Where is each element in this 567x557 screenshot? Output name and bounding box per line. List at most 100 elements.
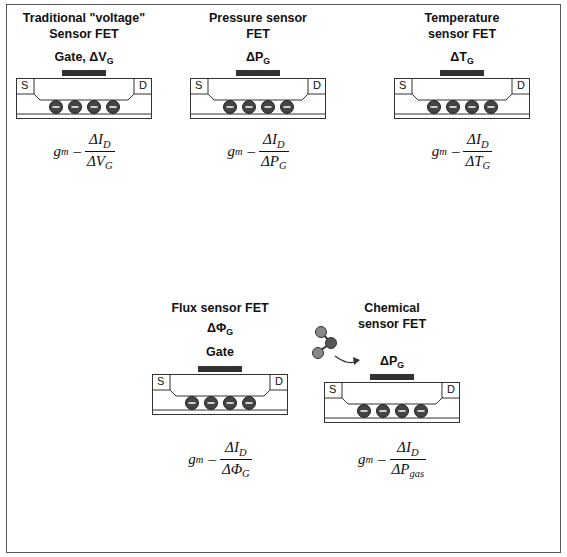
electron-charge xyxy=(246,402,253,404)
drain-region xyxy=(506,94,530,100)
electron xyxy=(69,101,82,114)
source-region xyxy=(17,94,129,100)
symbol: g xyxy=(188,451,196,468)
back-line xyxy=(394,114,530,115)
electron xyxy=(466,101,479,114)
denominator-text: ΔV xyxy=(87,153,105,169)
symbol: g xyxy=(432,143,440,160)
electron xyxy=(377,405,390,418)
symbol-subscript: m xyxy=(235,146,243,157)
drain-region xyxy=(128,94,152,100)
symbol-subscript: m xyxy=(61,146,69,157)
gate-electrode xyxy=(62,70,106,76)
symbol: g xyxy=(53,143,61,160)
numerator-text-subscript: D xyxy=(277,139,285,150)
source-label: S xyxy=(157,375,164,387)
electron xyxy=(485,101,498,114)
title-text: Flux sensor FET xyxy=(171,301,268,315)
symbol: g xyxy=(227,143,235,160)
source-text: S xyxy=(399,79,406,91)
numerator: ΔID xyxy=(223,438,248,459)
denominator-text: ΔP xyxy=(392,461,410,477)
source-edge xyxy=(412,79,413,95)
operator: – xyxy=(74,143,82,160)
drain-region xyxy=(302,94,326,100)
back-line xyxy=(16,114,152,115)
source-text: S xyxy=(195,79,202,91)
electron xyxy=(186,397,199,410)
denominator-text: ΔΦ xyxy=(222,461,242,477)
fraction: ΔIDΔPgas xyxy=(390,438,427,481)
source-text: S xyxy=(329,383,336,395)
electron xyxy=(262,101,275,114)
drain-edge xyxy=(512,79,513,95)
numerator-text: ΔI xyxy=(89,131,103,147)
substrate-body xyxy=(325,383,460,423)
symbol-subscript: m xyxy=(365,454,373,465)
drain-label: D xyxy=(313,79,321,91)
denominator-text: ΔP xyxy=(261,153,279,169)
electron xyxy=(88,101,101,114)
gate-text: Gate xyxy=(206,345,234,359)
electron-charge xyxy=(361,410,368,412)
panel-title: Traditional "voltage" Sensor FET xyxy=(14,10,154,43)
substrate-body xyxy=(153,375,288,415)
transconductance-formula: gm–ΔIDΔΦG xyxy=(188,438,251,481)
electron-charge xyxy=(246,106,253,108)
drain-text: D xyxy=(275,375,283,387)
electron-charge xyxy=(431,106,438,108)
substrate-body xyxy=(17,79,152,119)
electron-charge xyxy=(189,402,196,404)
fraction: ΔIDΔΦG xyxy=(220,438,252,481)
source-region xyxy=(325,398,437,404)
gate-signal-text: ΔΦ xyxy=(207,321,226,335)
gate-signal: Gate, ΔVG xyxy=(55,50,114,66)
panel-title: Chemical sensor FET xyxy=(342,300,442,333)
numerator-text-subscript: D xyxy=(239,447,247,458)
denominator-text-subscript: G xyxy=(483,160,491,171)
fraction: ΔID ΔTG xyxy=(463,130,492,173)
gate-signal-text-subscript: G xyxy=(263,56,270,66)
denominator-text: ΔT xyxy=(465,153,482,169)
fraction: ΔIDΔPG xyxy=(259,130,289,173)
electron-charge xyxy=(110,106,117,108)
drain-label: D xyxy=(275,375,283,387)
back-line xyxy=(190,114,326,115)
electron-charge xyxy=(53,106,60,108)
symbol-subscript: m xyxy=(439,146,447,157)
drain-text: D xyxy=(313,79,321,91)
source-region xyxy=(395,94,507,100)
gate-signal: ΔPG xyxy=(246,50,270,66)
denominator: ΔΦG xyxy=(220,459,252,481)
drain-edge xyxy=(442,383,443,399)
numerator-text: ΔI xyxy=(467,131,481,147)
electron xyxy=(107,101,120,114)
numerator: ΔID xyxy=(87,130,112,151)
back-line xyxy=(152,410,288,411)
electron xyxy=(205,397,218,410)
electron-charge xyxy=(488,106,495,108)
substrate-body xyxy=(395,79,530,119)
electron-charge xyxy=(380,410,387,412)
numerator-text-subscript: D xyxy=(481,139,489,150)
drain-edge xyxy=(270,375,271,391)
electron xyxy=(396,405,409,418)
drain-text: D xyxy=(139,79,147,91)
electron-charge xyxy=(227,402,234,404)
denominator-text-subscript: G xyxy=(242,468,250,479)
electron xyxy=(224,397,237,410)
gate-signal: ΔTG xyxy=(450,50,473,66)
numerator: ΔID xyxy=(261,130,286,151)
drain-text: D xyxy=(447,383,455,395)
gate-signal-text: ΔP xyxy=(246,50,263,64)
operator: – xyxy=(452,143,460,160)
operator: – xyxy=(208,451,216,468)
denominator-text-subscript: G xyxy=(105,160,113,171)
substrate-body xyxy=(191,79,326,119)
source-label: S xyxy=(195,79,202,91)
title-text: Traditional "voltage" Sensor FET xyxy=(23,11,145,41)
gate-electrode xyxy=(440,70,484,76)
source-label: S xyxy=(399,79,406,91)
